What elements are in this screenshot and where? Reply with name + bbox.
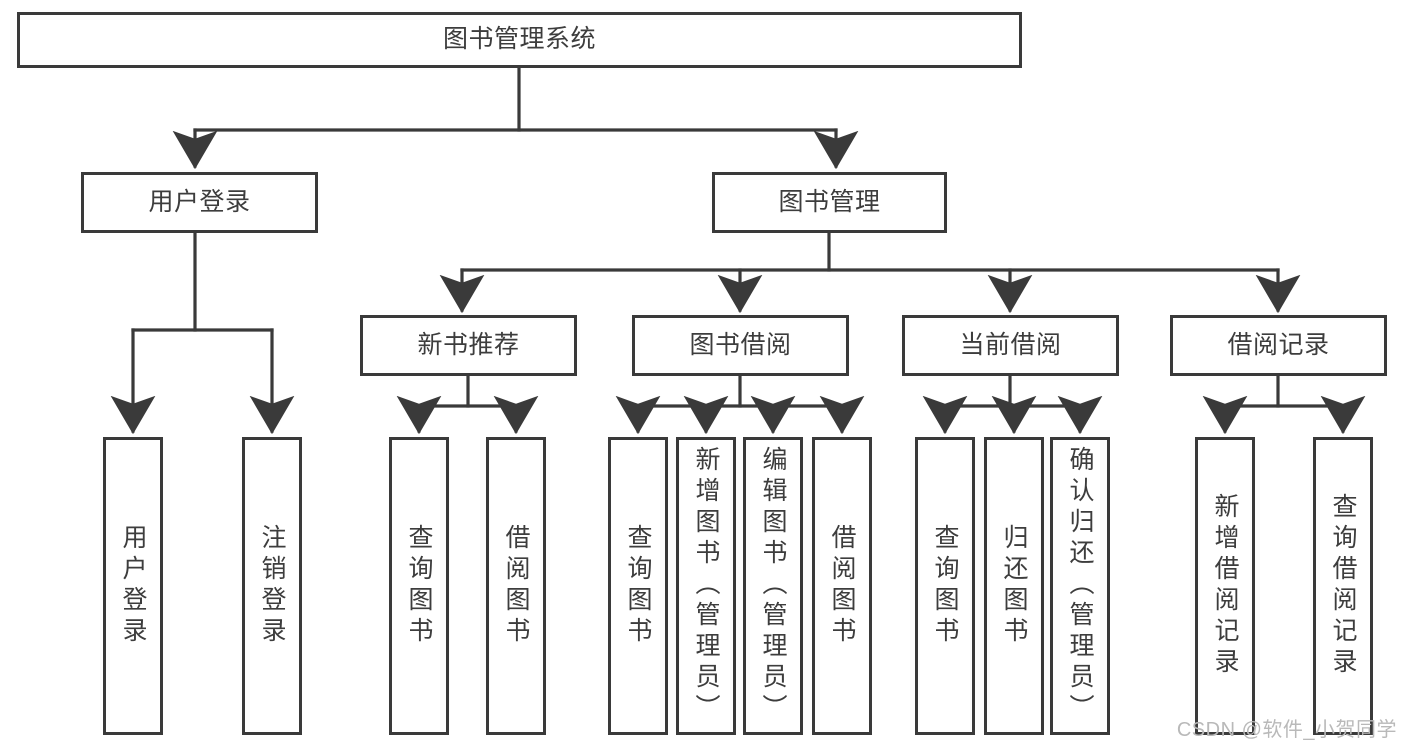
node-root[interactable]: 图书管理系统: [17, 12, 1022, 68]
node-label: 新增图书（管理员）: [692, 446, 720, 725]
node-book-manage[interactable]: 图书管理: [712, 172, 947, 233]
node-leaf-query-book-2[interactable]: 查询图书: [608, 437, 668, 735]
node-leaf-query-book-1[interactable]: 查询图书: [389, 437, 449, 735]
node-leaf-add-book[interactable]: 新增图书（管理员）: [676, 437, 736, 735]
node-label: 查询借阅记录: [1329, 493, 1357, 679]
node-label: 新书推荐: [417, 330, 520, 359]
node-label: 注销登录: [258, 524, 286, 648]
node-label: 借阅图书: [502, 524, 530, 648]
node-label: 查询图书: [405, 524, 433, 648]
node-leaf-return-book[interactable]: 归还图书: [984, 437, 1044, 735]
node-current-borrow[interactable]: 当前借阅: [902, 315, 1119, 376]
node-label: 编辑图书（管理员）: [759, 446, 787, 725]
node-label: 图书借阅: [689, 330, 792, 359]
node-label: 查询图书: [624, 524, 652, 648]
node-leaf-edit-book[interactable]: 编辑图书（管理员）: [743, 437, 803, 735]
csdn-watermark: CSDN @软件_小贺同学: [1176, 719, 1397, 741]
node-label: 图书管理: [778, 187, 881, 216]
node-new-book-rec[interactable]: 新书推荐: [360, 315, 577, 376]
node-label: 借阅记录: [1227, 330, 1330, 359]
node-leaf-query-record[interactable]: 查询借阅记录: [1313, 437, 1373, 735]
node-label: 借阅图书: [828, 524, 856, 648]
node-label: 确认归还（管理员）: [1066, 446, 1094, 725]
node-leaf-borrow-book-2[interactable]: 借阅图书: [812, 437, 872, 735]
node-label: 用户登录: [148, 187, 251, 216]
node-label: 查询图书: [931, 524, 959, 648]
node-label: 用户登录: [119, 524, 147, 648]
node-book-borrow[interactable]: 图书借阅: [632, 315, 849, 376]
node-leaf-query-book-3[interactable]: 查询图书: [915, 437, 975, 735]
node-label: 新增借阅记录: [1211, 493, 1239, 679]
node-leaf-user-login[interactable]: 用户登录: [103, 437, 163, 735]
node-leaf-add-record[interactable]: 新增借阅记录: [1195, 437, 1255, 735]
node-user-login[interactable]: 用户登录: [81, 172, 318, 233]
node-label: 图书管理系统: [442, 25, 596, 54]
node-leaf-confirm-return[interactable]: 确认归还（管理员）: [1050, 437, 1110, 735]
node-leaf-logout[interactable]: 注销登录: [242, 437, 302, 735]
node-label: 归还图书: [1000, 524, 1028, 648]
node-label: 当前借阅: [959, 330, 1062, 359]
node-leaf-borrow-book-1[interactable]: 借阅图书: [486, 437, 546, 735]
node-borrow-record[interactable]: 借阅记录: [1170, 315, 1387, 376]
